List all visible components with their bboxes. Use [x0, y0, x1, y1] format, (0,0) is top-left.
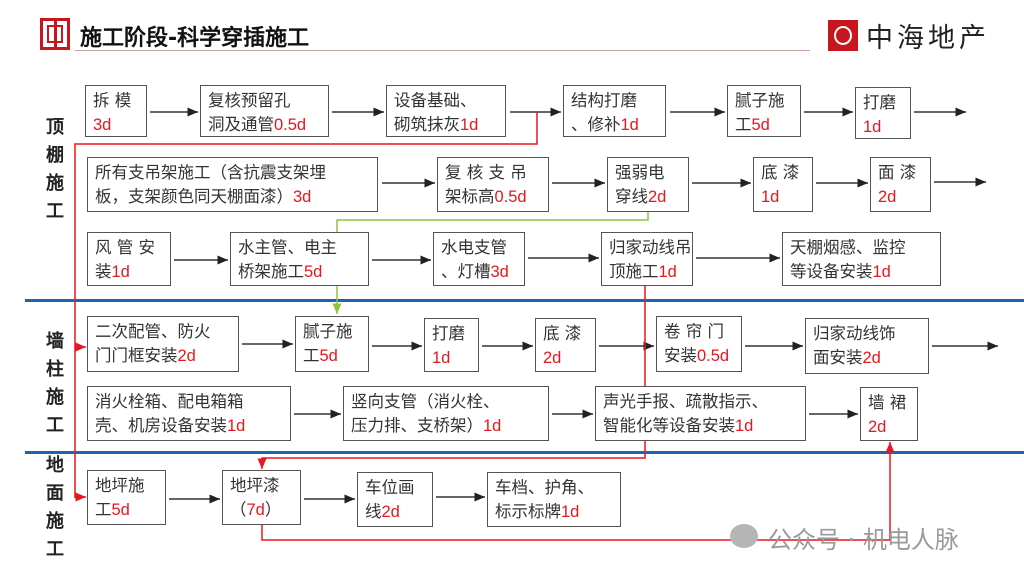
task-box: 竖向支管（消火栓、压力排、支桥架）1d — [343, 386, 549, 441]
black-arrows — [150, 107, 998, 504]
section-label-wall: 墙柱施工 — [46, 331, 64, 436]
task-box: 水主管、电主桥架施工5d — [230, 232, 369, 286]
task-box: 腻子施工5d — [295, 316, 369, 372]
task-box: 二次配管、防火门门框安装2d — [87, 316, 239, 372]
task-box: 车档、护角、标示标牌1d — [487, 472, 621, 527]
task-box: 声光手报、疏散指示、智能化等设备安装1d — [595, 386, 806, 441]
task-box: 风 管 安装1d — [87, 232, 171, 286]
task-box: 复核预留孔洞及通管0.5d — [200, 85, 329, 137]
section-label-ceiling: 顶棚施工 — [46, 117, 64, 222]
task-box: 结构打磨、修补1d — [563, 85, 666, 137]
task-box: 地坪施工5d — [87, 470, 166, 525]
task-box: 车位画线2d — [357, 472, 433, 527]
task-box: 天棚烟感、监控等设备安装1d — [782, 232, 941, 286]
brand-logo-icon — [828, 20, 858, 51]
page-title: 施工阶段-科学穿插施工 — [80, 26, 310, 51]
section-label-floor: 地面施工 — [46, 455, 64, 560]
section-divider — [25, 299, 1024, 302]
section-divider — [25, 451, 1024, 454]
task-box: 所有支吊架施工（含抗震支架埋板，支架颜色同天棚面漆）3d — [87, 157, 378, 212]
task-box: 设备基础、砌筑抹灰1d — [386, 85, 506, 137]
red-dependency-lines — [74, 112, 895, 541]
task-box: 卷 帘 门安装0.5d — [656, 316, 742, 372]
wechat-icon — [730, 524, 758, 548]
task-box: 地坪漆（7d） — [222, 470, 301, 525]
logo-icon — [40, 18, 70, 50]
task-box: 归家动线吊顶施工1d — [601, 232, 693, 286]
task-box: 消火栓箱、配电箱箱壳、机房设备安装1d — [87, 386, 291, 441]
task-box: 腻子施工5d — [727, 85, 801, 137]
task-box: 水电支管、灯槽3d — [433, 232, 525, 286]
header-divider — [75, 50, 810, 51]
task-box: 强弱电穿线2d — [607, 157, 689, 212]
brand-name: 中海地产 — [866, 23, 990, 54]
task-box: 复 核 支 吊架标高0.5d — [437, 157, 549, 212]
task-box: 归家动线饰面安装2d — [805, 318, 929, 374]
watermark-text: 公众号 · 机电人脉 — [768, 526, 959, 554]
